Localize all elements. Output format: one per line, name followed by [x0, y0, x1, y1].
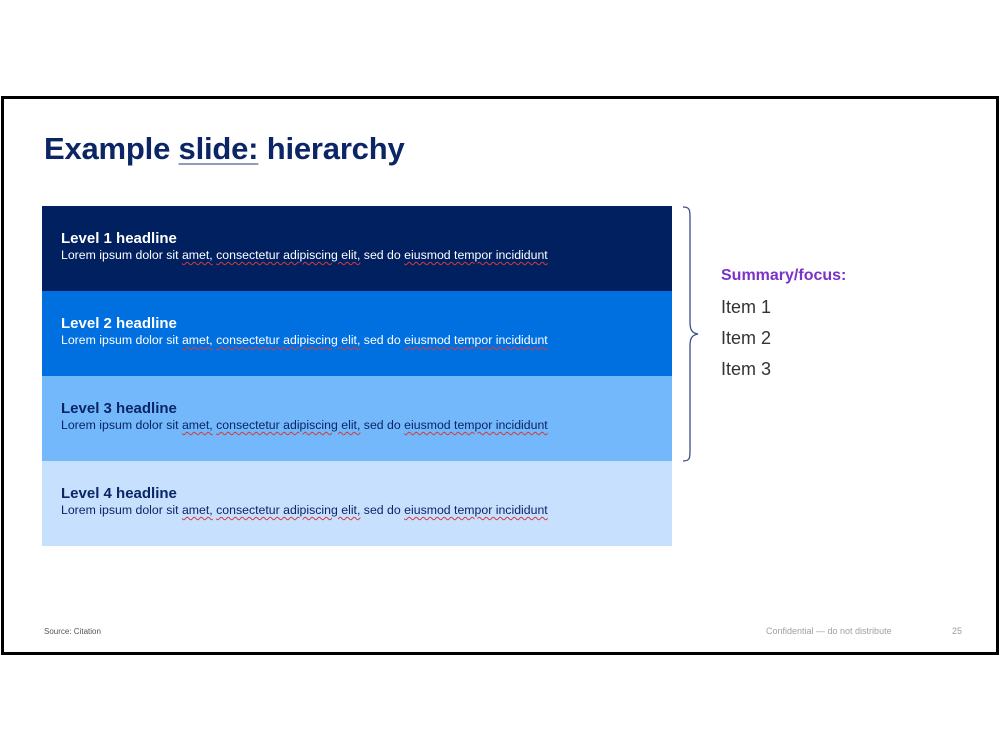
- level-2-box: Level 2 headline Lorem ipsum dolor sit a…: [42, 291, 672, 376]
- level-2-body-flagged-word: consectetur adipiscing elit,: [216, 333, 361, 347]
- level-4-headline: Level 4 headline: [61, 485, 177, 502]
- title-text-part-2: slide:: [178, 131, 259, 166]
- level-4-body-flagged-word: eiusmod tempor incididunt: [404, 503, 548, 517]
- summary-item: Item 1: [721, 297, 772, 317]
- level-1-body-flagged-word: eiusmod tempor incididunt: [404, 248, 548, 262]
- level-2-body-text: Lorem ipsum dolor sit: [61, 333, 182, 347]
- level-2-body-flagged-word: eiusmod tempor incididunt: [404, 333, 548, 347]
- title-text-part-3: hierarchy: [258, 131, 405, 166]
- level-2-body-text: sed do: [360, 333, 405, 347]
- level-3-box: Level 3 headline Lorem ipsum dolor sit a…: [42, 376, 672, 461]
- summary-item: Item 2: [721, 328, 772, 348]
- level-1-body-flagged-word: consectetur adipiscing elit,: [216, 248, 361, 262]
- level-1-headline: Level 1 headline: [61, 230, 177, 247]
- level-1-body: Lorem ipsum dolor sit amet, consectetur …: [61, 248, 672, 263]
- level-3-body-text: Lorem ipsum dolor sit: [61, 418, 182, 432]
- footer-source: Source: Citation: [44, 627, 101, 636]
- level-2-body: Lorem ipsum dolor sit amet, consectetur …: [61, 333, 672, 348]
- summary-label: Summary/focus:: [721, 267, 847, 284]
- level-1-body-text: sed do: [360, 248, 405, 262]
- level-3-body-flagged-word: eiusmod tempor incididunt: [404, 418, 548, 432]
- level-4-body-text: sed do: [360, 503, 405, 517]
- title-text-part-1: Example: [44, 131, 179, 166]
- level-4-body: Lorem ipsum dolor sit amet, consectetur …: [61, 503, 672, 518]
- page-number: 25: [952, 626, 963, 636]
- slide: Example slide: hierarchy Level 1 headlin…: [1, 96, 999, 655]
- summary-item: Item 3: [721, 359, 772, 379]
- slide-title: Example slide: hierarchy: [44, 131, 405, 167]
- summary-panel: Summary/focus: Item 1 Item 2 Item 3: [721, 264, 846, 385]
- level-3-body-text: sed do: [360, 418, 405, 432]
- level-4-box: Level 4 headline Lorem ipsum dolor sit a…: [42, 461, 672, 546]
- level-3-body: Lorem ipsum dolor sit amet, consectetur …: [61, 418, 672, 433]
- curly-brace-icon: [682, 206, 699, 462]
- level-4-body-flagged-word: consectetur adipiscing elit,: [216, 503, 361, 517]
- level-2-headline: Level 2 headline: [61, 315, 177, 332]
- footer-confidential: Confidential — do not distribute: [766, 626, 892, 636]
- level-3-body-flagged-word: amet,: [181, 418, 213, 432]
- hierarchy-levels: Level 1 headline Lorem ipsum dolor sit a…: [42, 206, 672, 546]
- level-4-body-text: Lorem ipsum dolor sit: [61, 503, 182, 517]
- level-3-body-flagged-word: consectetur adipiscing elit,: [216, 418, 361, 432]
- level-1-body-text: Lorem ipsum dolor sit: [61, 248, 182, 262]
- level-1-body-flagged-word: amet,: [181, 248, 213, 262]
- level-4-body-flagged-word: amet,: [181, 503, 213, 517]
- level-3-headline: Level 3 headline: [61, 400, 177, 417]
- level-1-box: Level 1 headline Lorem ipsum dolor sit a…: [42, 206, 672, 291]
- level-2-body-flagged-word: amet,: [181, 333, 213, 347]
